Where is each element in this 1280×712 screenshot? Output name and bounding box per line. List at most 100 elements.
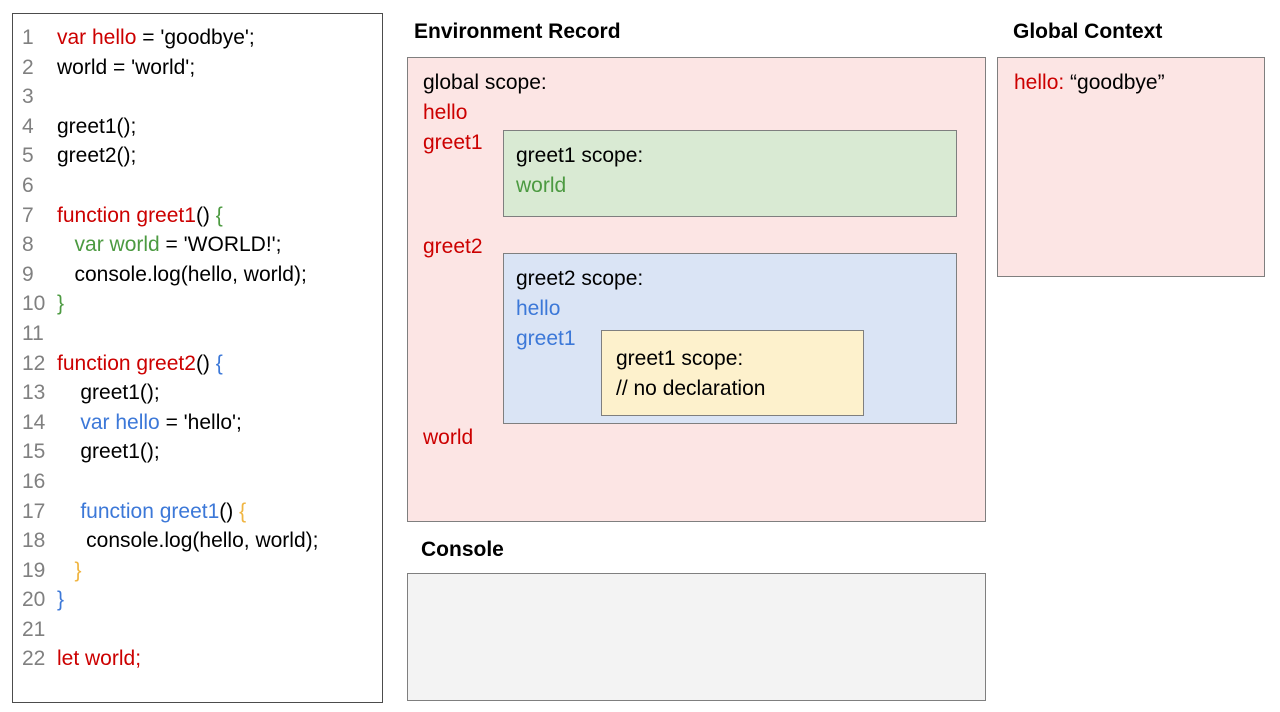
code-line: 15 greet1();	[22, 437, 378, 467]
line-number: 15	[22, 440, 46, 464]
line-number: 14	[22, 410, 46, 434]
code-text: world = 'world';	[57, 53, 195, 83]
environment-record-title: Environment Record	[414, 20, 621, 43]
line-number: 18	[22, 529, 46, 553]
code-token: function greet2	[57, 351, 196, 375]
code-text: greet1();	[57, 378, 160, 408]
code-line: 16	[22, 467, 378, 497]
global-var-greet2: greet2	[423, 235, 483, 258]
inner-greet1-scope-box: greet1 scope: // no declaration	[601, 330, 864, 416]
greet2-scope-box: greet2 scope: hello greet1 greet1 scope:…	[503, 253, 957, 424]
line-number: 17	[22, 499, 46, 523]
console-title: Console	[421, 538, 504, 561]
code-line: 3	[22, 82, 378, 112]
line-number: 20	[22, 588, 46, 612]
code-line: 14 var hello = 'hello';	[22, 408, 378, 438]
code-token: greet1();	[57, 381, 160, 405]
line-number: 21	[22, 617, 46, 641]
greet1-scope-box: greet1 scope: world	[503, 130, 957, 217]
code-token: function greet1	[57, 203, 196, 227]
code-lines: 1 var hello = 'goodbye'; 2 world = 'world';…	[22, 23, 378, 674]
code-token: function greet1	[80, 499, 220, 523]
code-token: ()	[195, 203, 216, 227]
code-token: }	[57, 292, 65, 316]
code-text: }	[57, 556, 82, 586]
code-token	[57, 411, 80, 434]
code-line: 8 var world = 'WORLD!';	[22, 230, 378, 260]
line-number: 19	[22, 558, 46, 582]
code-text: greet1();	[57, 112, 136, 142]
line-number: 16	[22, 469, 46, 493]
code-line: 10}	[22, 289, 378, 319]
line-number: 5	[22, 144, 34, 168]
code-line: 2 world = 'world';	[22, 53, 378, 83]
code-token: let world;	[57, 647, 142, 671]
code-line: 22 let world;	[22, 644, 378, 674]
code-token: ()	[195, 351, 216, 375]
global-context-entry-value: “goodbye”	[1064, 71, 1165, 94]
greet2-scope-title: greet2 scope:	[516, 267, 644, 290]
code-line: 20}	[22, 585, 378, 615]
code-line: 19 }	[22, 556, 378, 586]
code-text: var hello = 'goodbye';	[57, 23, 255, 53]
code-line: 9 console.log(hello, world);	[22, 260, 378, 290]
code-line: 4 greet1();	[22, 112, 378, 142]
line-number: 9	[22, 262, 34, 286]
code-token: = 'hello';	[159, 410, 242, 434]
greet1-scope-title: greet1 scope:	[516, 144, 644, 167]
code-token: }	[57, 588, 65, 612]
line-number: 7	[22, 203, 34, 227]
line-number: 22	[22, 647, 46, 671]
line-number: 3	[22, 85, 34, 109]
code-text: console.log(hello, world);	[57, 526, 318, 556]
line-number: 1	[22, 26, 34, 49]
line-number: 13	[22, 381, 46, 405]
code-token	[57, 559, 75, 582]
code-line: 13 greet1();	[22, 378, 378, 408]
code-token: {	[215, 203, 223, 227]
code-token: world = 'world';	[57, 55, 196, 79]
greet2-scope-var-hello: hello	[516, 297, 561, 320]
code-line: 18 console.log(hello, world);	[22, 526, 378, 556]
code-text: let world;	[57, 644, 141, 674]
global-var-greet1: greet1	[423, 131, 483, 154]
code-token: {	[215, 351, 223, 375]
code-token: var hello	[57, 26, 137, 49]
line-number: 10	[22, 292, 46, 316]
code-line: 6	[22, 171, 378, 201]
code-text: greet1();	[57, 437, 160, 467]
code-token: = 'goodbye';	[136, 26, 255, 49]
code-token: greet1();	[57, 114, 137, 138]
line-number: 2	[22, 55, 34, 79]
code-text: greet2();	[57, 141, 136, 171]
code-line: 11	[22, 319, 378, 349]
code-line: 12 function greet2() {	[22, 349, 378, 379]
console-output-box	[407, 573, 986, 701]
code-line: 1 var hello = 'goodbye';	[22, 23, 378, 53]
code-token: var world	[74, 233, 160, 257]
code-line: 21	[22, 615, 378, 645]
global-scope-label: global scope:	[423, 71, 547, 94]
code-token: {	[239, 499, 247, 523]
code-token	[57, 500, 80, 523]
code-panel: 1 var hello = 'goodbye'; 2 world = 'world';…	[12, 13, 383, 703]
global-context-entry: hello: “goodbye”	[1014, 68, 1264, 98]
greet2-scope-var-greet1: greet1	[516, 327, 576, 350]
environment-record-box: global scope: hello greet1 greet1 scope:…	[407, 57, 986, 522]
code-text: function greet1() {	[57, 201, 223, 231]
global-var-world: world	[423, 426, 474, 449]
code-token: = 'WORLD!';	[159, 233, 282, 257]
code-line: 17 function greet1() {	[22, 497, 378, 527]
code-text: var hello = 'hello';	[57, 408, 242, 438]
code-token: var hello	[80, 410, 160, 434]
code-token: greet1();	[57, 440, 160, 464]
code-text: console.log(hello, world);	[57, 260, 307, 290]
code-text: function greet2() {	[57, 349, 223, 379]
line-number: 12	[22, 351, 46, 375]
line-number: 4	[22, 114, 34, 138]
code-token: greet2();	[57, 144, 137, 168]
code-token: }	[74, 558, 82, 582]
global-context-title: Global Context	[1013, 20, 1163, 43]
global-var-hello: hello	[423, 101, 468, 124]
